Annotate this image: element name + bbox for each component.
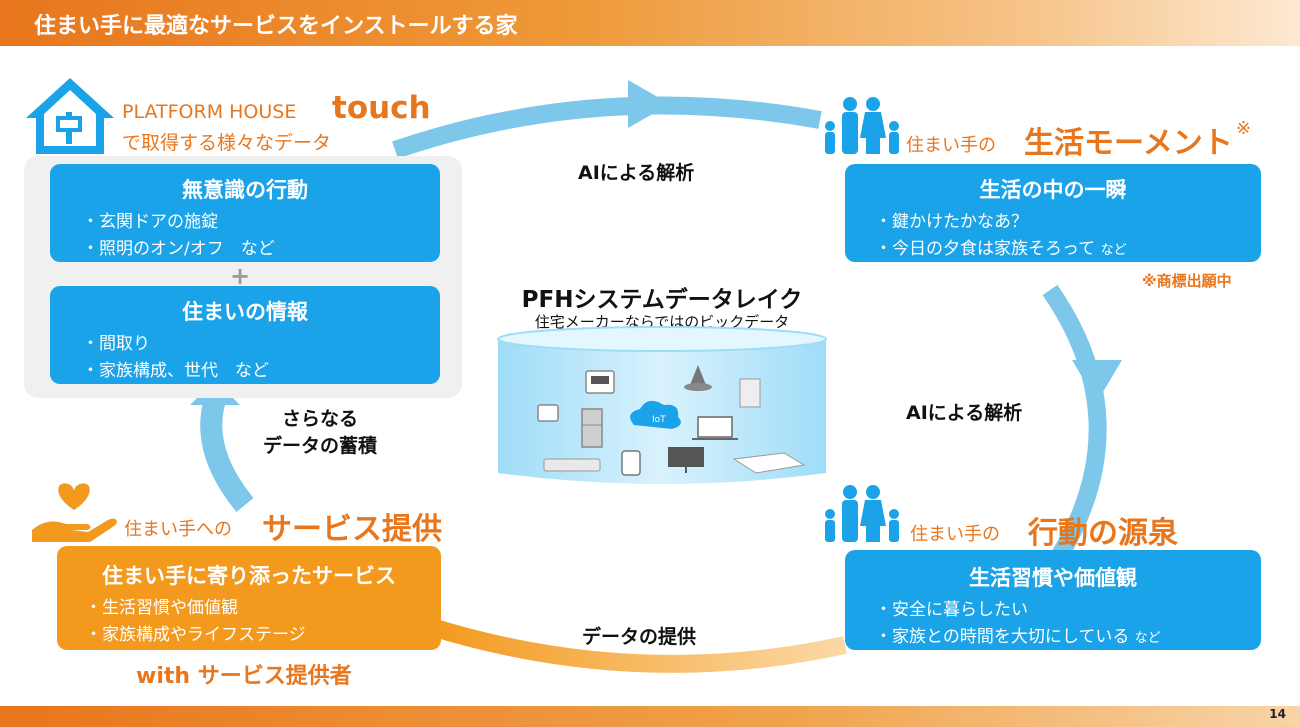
housing-info-box: 住まいの情報 ・間取り ・家族構成、世代 など [50,286,440,384]
trademark-mark: ※ [1236,118,1252,139]
service-prefix: 住まい手への [124,519,232,540]
brand-subtitle: で取得する様々なデータ [122,132,332,154]
box-title: 生活習慣や価値観 [969,566,1137,590]
life-moment-box: 生活の中の一瞬 ・鍵かけたかなあ？ ・今日の夕食は家族そろって など [845,164,1261,262]
list-item: ・家族構成やライフステージ [85,625,306,645]
footer-bar [0,706,1300,727]
heart-hand-icon [32,483,117,542]
device-icons [537,365,806,476]
source-prefix: 住まい手の [910,524,1000,545]
iot-label: IoT [652,415,666,425]
datalake-cylinder: IoT [497,326,827,484]
moment-title: 生活モーメント [1024,126,1233,161]
list-item: ・家族構成、世代 など [82,361,269,381]
list-item: ・間取り [82,334,150,354]
list-item: ・生活習慣や価値観 [85,598,238,618]
with-provider-label: with サービス提供者 [136,664,352,689]
box-title: 住まい手に寄り添ったサービス [102,564,396,588]
page-title: 住まい手に最適なサービスをインストールする家 [34,14,518,39]
list-item: ・安全に暮らしたい [875,600,1028,620]
top-arc-arrow [392,96,822,159]
datalake-title: PFHシステムデータレイク [521,287,803,313]
box-title: 生活の中の一瞬 [979,178,1127,202]
cycle-label-bottom: データの提供 [582,626,697,648]
page-number: 14 [1269,707,1286,721]
family-icon [825,97,899,154]
list-item: ・鍵かけたかなあ？ [875,212,1028,232]
box-title: 住まいの情報 [182,300,308,324]
list-item: ・家族との時間を大切にしている など [875,627,1161,647]
header-bar [0,0,1300,46]
cycle-label-left: さらなる データの蓄積 [262,408,377,457]
left-arc-arrow [200,396,254,512]
trademark-note: ※商標出願中 [1142,272,1232,290]
right-arrowhead [1072,360,1122,402]
family-icon [825,485,899,542]
moment-prefix: 住まい手の [906,135,996,156]
unconscious-behavior-box: 無意識の行動 ・玄関ドアの施錠 ・照明のオン/オフ など [50,164,440,262]
source-title: 行動の源泉 [1028,516,1178,551]
service-title: サービス提供 [262,512,442,547]
house-icon [26,78,114,154]
datalake-subtitle: 住宅メーカーならではのビックデータ [534,313,790,331]
plus-sign: + [230,262,251,290]
box-title: 無意識の行動 [182,178,308,202]
top-arrowhead [628,80,670,128]
list-item: ・照明のオン/オフ など [82,239,275,259]
brand-name: PLATFORM HOUSE [122,101,297,123]
habits-values-box: 生活習慣や価値観 ・安全に暮らしたい ・家族との時間を大切にしている など [845,550,1261,650]
list-item: ・玄関ドアの施錠 [82,212,218,232]
brand-touch: touch [332,90,431,126]
cycle-label-right: AIによる解析 [906,402,1023,424]
personalized-service-box: 住まい手に寄り添ったサービス ・生活習慣や価値観 ・家族構成やライフステージ [57,546,441,650]
bottom-arc-arrow [432,619,847,673]
right-arc-arrow [1042,284,1107,560]
list-item: ・今日の夕食は家族そろって など [875,239,1127,259]
cycle-label-top: AIによる解析 [578,162,695,184]
